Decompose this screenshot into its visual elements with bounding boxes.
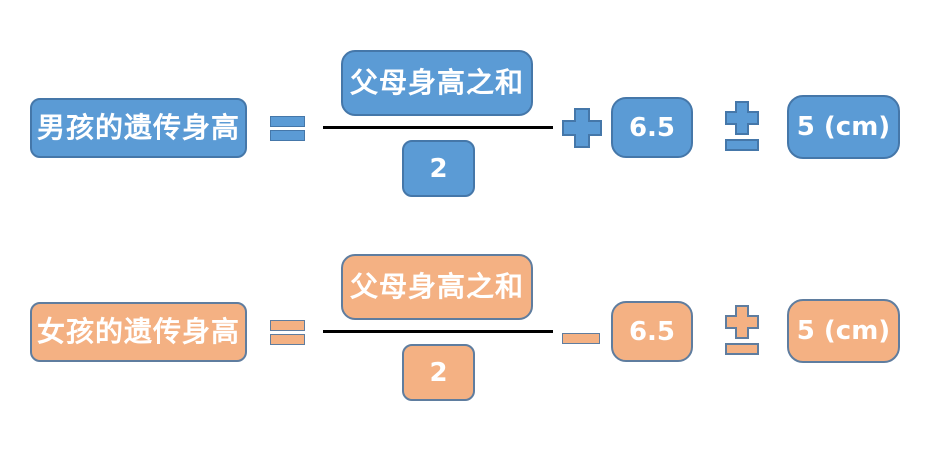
equals-bar-top bbox=[270, 116, 305, 127]
girl-fraction-line bbox=[323, 330, 553, 333]
boy-denominator-label: 2 bbox=[429, 153, 448, 184]
boy-height-label-box: 男孩的遗传身高 bbox=[30, 98, 247, 158]
equals-bar-top bbox=[270, 320, 305, 331]
girl-range-box: 5 (cm) bbox=[787, 299, 900, 363]
equals-bar-bottom bbox=[270, 334, 305, 345]
girl-denominator-box: 2 bbox=[402, 344, 475, 401]
girl-numerator-box: 父母身高之和 bbox=[341, 254, 533, 320]
boy-offset-label: 6.5 bbox=[628, 112, 676, 143]
boy-range-box: 5 (cm) bbox=[787, 95, 900, 159]
boy-denominator-box: 2 bbox=[402, 140, 475, 197]
girl-offset-label: 6.5 bbox=[628, 316, 676, 347]
plus-icon bbox=[562, 108, 602, 148]
boy-numerator-label: 父母身高之和 bbox=[349, 66, 524, 99]
girl-height-label: 女孩的遗传身高 bbox=[36, 315, 240, 348]
boy-range-label: 5 (cm) bbox=[796, 112, 891, 142]
girl-height-label-box: 女孩的遗传身高 bbox=[30, 302, 247, 362]
boy-fraction-line bbox=[323, 126, 553, 129]
equals-icon bbox=[270, 116, 305, 141]
plus-minus-icon bbox=[725, 101, 759, 151]
plus-minus-icon bbox=[725, 305, 759, 355]
minus-icon bbox=[562, 333, 600, 344]
equals-icon bbox=[270, 320, 305, 345]
formula-row-girl: 女孩的遗传身高 父母身高之和 2 6.5 5 (cm) bbox=[0, 204, 938, 449]
boy-numerator-box: 父母身高之和 bbox=[341, 50, 533, 116]
formula-row-boy: 男孩的遗传身高 父母身高之和 2 6.5 5 (cm) bbox=[30, 50, 900, 197]
equals-bar-bottom bbox=[270, 130, 305, 141]
boy-height-label: 男孩的遗传身高 bbox=[36, 111, 240, 144]
girl-offset-box: 6.5 bbox=[611, 301, 693, 362]
girl-denominator-label: 2 bbox=[429, 357, 448, 388]
girl-range-label: 5 (cm) bbox=[796, 316, 891, 346]
girl-numerator-label: 父母身高之和 bbox=[349, 270, 524, 303]
boy-offset-box: 6.5 bbox=[611, 97, 693, 158]
